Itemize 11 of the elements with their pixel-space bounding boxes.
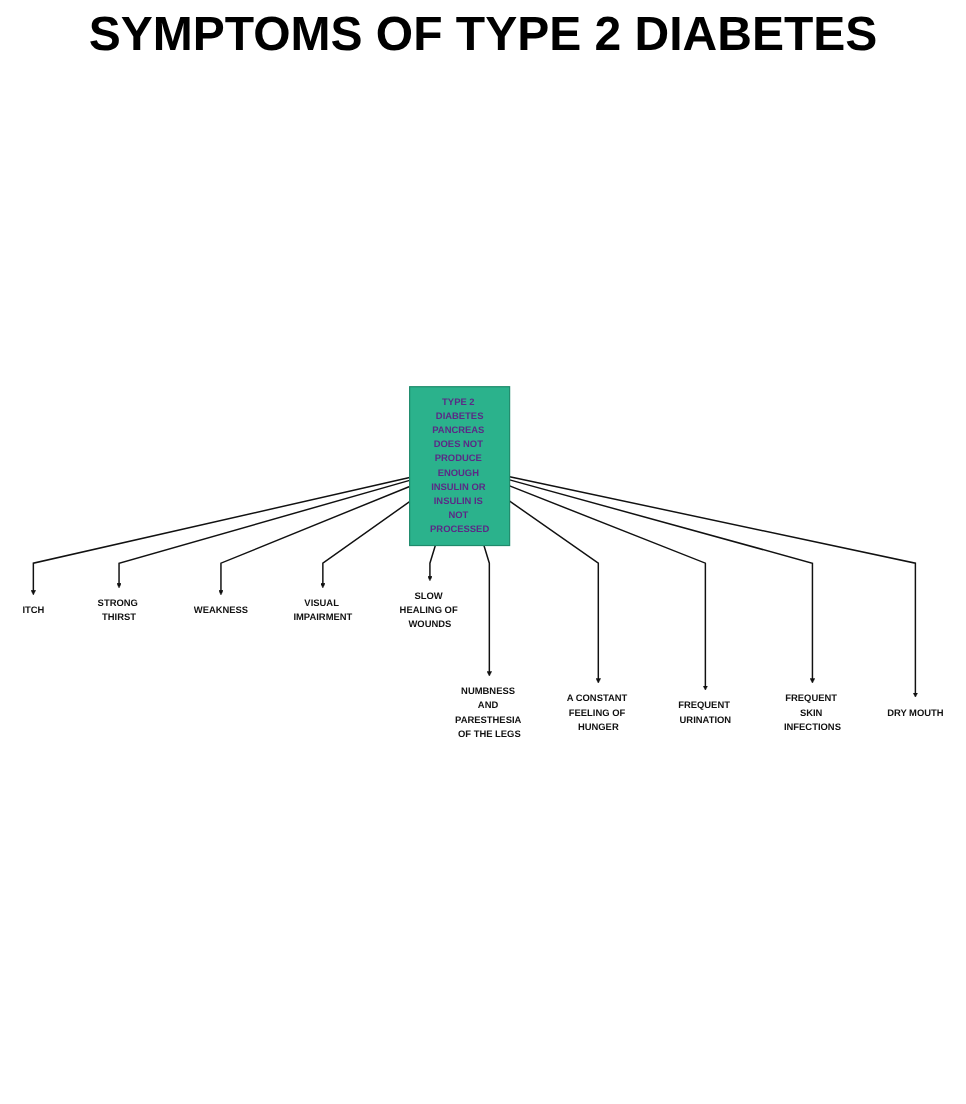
arrow bbox=[483, 544, 492, 676]
arrow bbox=[320, 500, 411, 588]
arrow bbox=[427, 544, 437, 581]
arrow bbox=[508, 478, 816, 683]
title: SYMPTOMS OF TYPE 2 DIABETES bbox=[86, 8, 880, 64]
arrow bbox=[30, 476, 411, 595]
arrow bbox=[116, 479, 411, 588]
arrow bbox=[218, 485, 411, 595]
arrow bbox=[508, 475, 918, 698]
arrow bbox=[508, 484, 708, 690]
arrow bbox=[508, 499, 601, 683]
